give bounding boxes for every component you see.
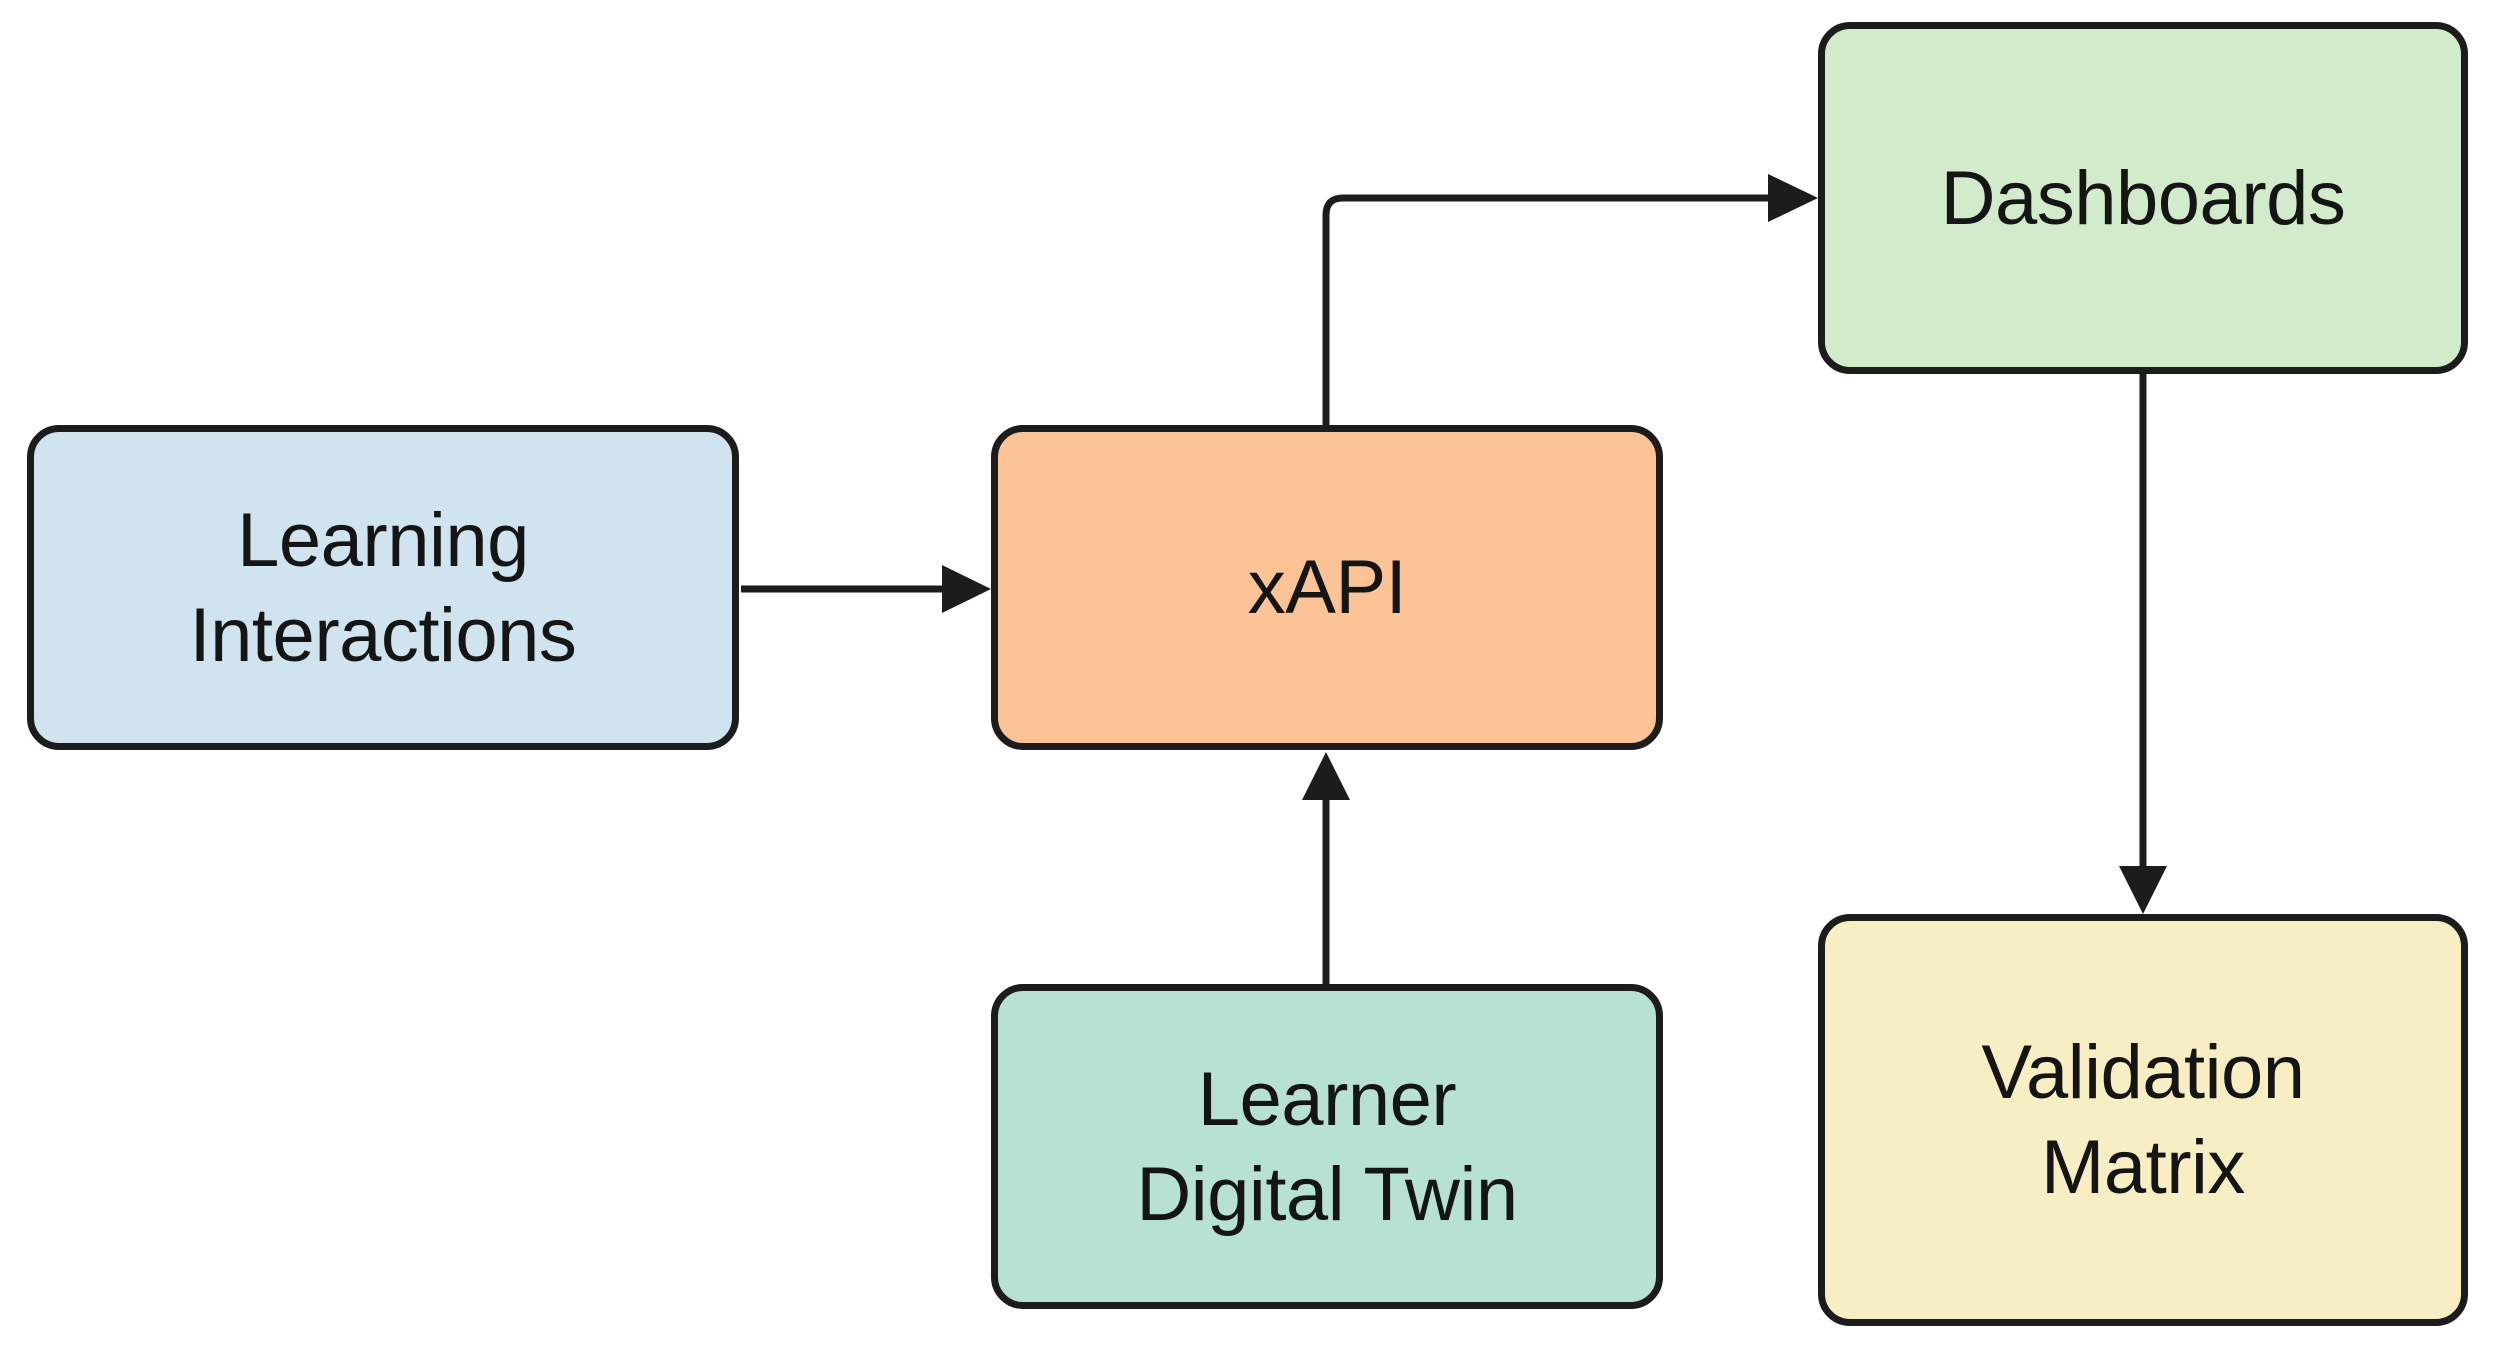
dashboards-node: Dashboards — [1818, 22, 2468, 374]
arrow-learning-to-xapi — [741, 565, 991, 613]
arrow-dashboards-to-validation — [2119, 374, 2167, 914]
validation-matrix-node: Validation Matrix — [1818, 914, 2468, 1326]
learning-interactions-label-line-1: Learning — [237, 497, 529, 583]
arrow-xapi-to-dashboards — [1322, 174, 1818, 425]
xapi-node: xAPI — [991, 425, 1663, 750]
validation-matrix-label-line-2: Matrix — [2041, 1125, 2245, 1210]
learner-digital-twin-node: Learner Digital Twin — [991, 984, 1663, 1309]
arrow-twin-to-xapi — [1302, 752, 1350, 984]
xapi-label: xAPI — [1247, 545, 1407, 630]
learning-interactions-node: Learning Interactions — [27, 425, 739, 750]
learner-digital-twin-label-line-1: Learner — [1197, 1056, 1457, 1142]
dashboards-label: Dashboards — [1940, 155, 2346, 241]
learner-digital-twin-label-line-2: Digital Twin — [1136, 1151, 1518, 1237]
validation-matrix-label-line-1: Validation — [1981, 1030, 2305, 1115]
learning-interactions-label-line-2: Interactions — [189, 592, 577, 678]
